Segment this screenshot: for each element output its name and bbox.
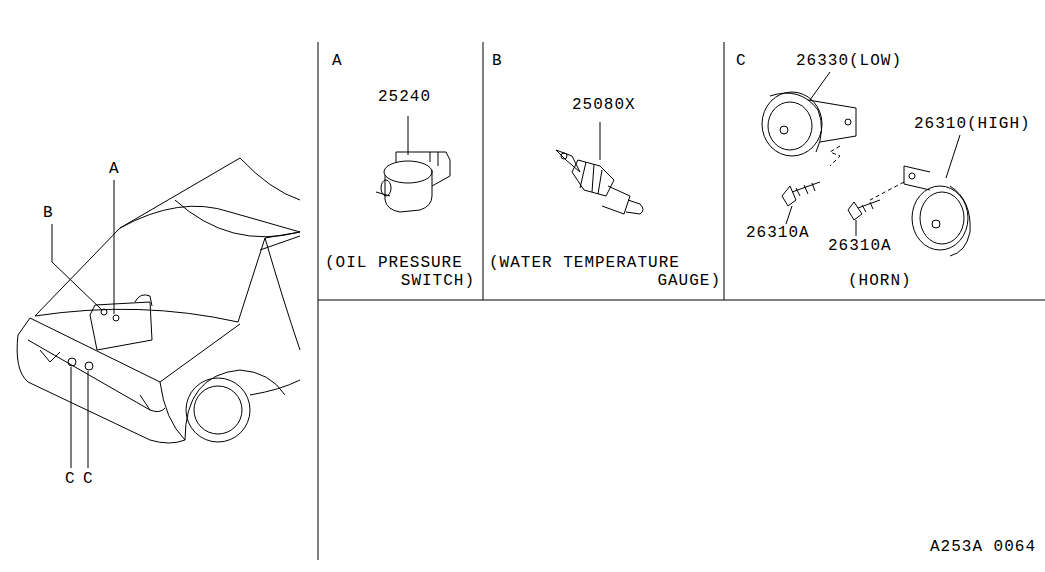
part-caption: (OIL PRESSURE SWITCH) (325, 254, 475, 290)
part-number: 25080X (572, 96, 636, 114)
panel-letter: C (736, 52, 747, 70)
part-caption: (HORN) (848, 272, 912, 290)
part-number: 25240 (378, 88, 431, 106)
horn-low (762, 72, 856, 206)
panel-frame (318, 42, 1045, 560)
horn-high (786, 135, 970, 256)
callout-letter: C (83, 470, 94, 488)
panel-letter: B (492, 52, 503, 70)
drawing-code: A253A 0064 (930, 538, 1036, 556)
part-number: 26330(LOW) (796, 52, 902, 70)
water-temperature-sensor (556, 122, 643, 214)
callout-letter: B (43, 204, 54, 222)
part-caption: (WATER TEMPERATURE GAUGE) (489, 254, 721, 290)
car-sketch (17, 158, 300, 468)
oil-pressure-switch (376, 116, 450, 212)
part-number: 26310A (828, 237, 892, 255)
part-number: 26310(HIGH) (914, 115, 1031, 133)
callout-letter: C (65, 470, 76, 488)
part-number: 26310A (746, 224, 810, 242)
callout-letter: A (109, 160, 120, 178)
panel-letter: A (332, 52, 343, 70)
